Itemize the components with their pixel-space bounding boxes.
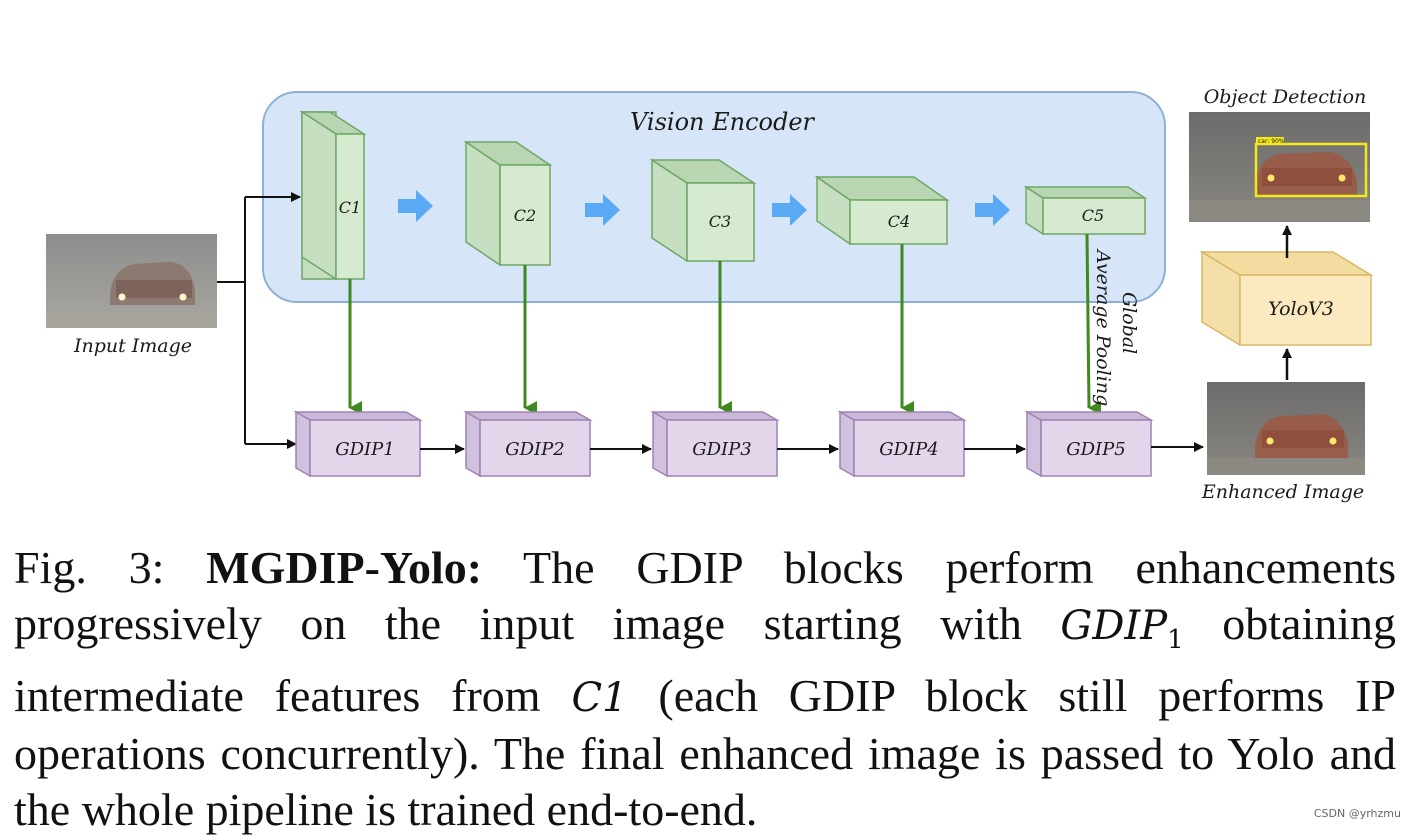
caption-math-sub: 1 [1167, 625, 1184, 655]
gdip-flow-arrows [420, 442, 1204, 454]
caption-title: MGDIP-Yolo: [206, 542, 483, 593]
caption-text-part3: (each GDIP block still performs IP opera… [14, 670, 1397, 835]
feature-arrows [348, 233, 1102, 415]
gdip-block-label: GDIP2 [505, 439, 564, 460]
vision-encoder-title: Vision Encoder [630, 108, 816, 136]
gdip-block-1: GDIP1 [293, 410, 423, 478]
encoder-block-c3: C3 [649, 158, 757, 263]
encoder-block-label: C1 [339, 198, 361, 217]
caption-text-part1: The GDIP blocks perform enhancements pro… [14, 542, 1396, 649]
gdip-block-label: GDIP3 [692, 439, 751, 460]
encoder-block-label: C3 [709, 212, 731, 231]
object-detection-label: Object Detection [1204, 86, 1367, 108]
flow-arrow-icon [772, 194, 807, 226]
gdip-block-label: GDIP1 [335, 439, 394, 460]
enhanced-image [1207, 382, 1365, 475]
figure-caption: Fig. 3: MGDIP-Yolo: The GDIP blocks perf… [14, 540, 1396, 838]
pooling-label-line2: Average Pooling [1092, 248, 1114, 406]
input-routing [217, 192, 301, 449]
flow-arrow-icon [398, 190, 433, 222]
gdip-block-label: GDIP4 [879, 439, 938, 460]
input-image [46, 234, 217, 328]
pooling-label-line1: Global [1118, 292, 1140, 354]
encoder-block-c5: C5 [1023, 185, 1148, 236]
caption-math-gdip-text: GDIP [1060, 603, 1168, 649]
encoder-block-c1: C1 [299, 110, 367, 281]
yolov3-block: YoloV3 [1199, 250, 1374, 347]
encoder-block-label: C5 [1082, 206, 1104, 225]
detection-bounding-box [1254, 142, 1368, 198]
gdip-block-5: GDIP5 [1024, 410, 1154, 478]
caption-math-gdip: GDIP1 [1060, 603, 1183, 655]
object-detection-image: car: 90% [1189, 112, 1370, 222]
gdip-block-4: GDIP4 [837, 410, 967, 478]
encoder-block-c2: C2 [463, 140, 553, 267]
gdip-block-2: GDIP2 [463, 410, 593, 478]
encoder-flow-arrows [398, 190, 1010, 226]
caption-math-c1: C1 [571, 675, 628, 721]
encoder-block-label: C2 [514, 206, 536, 225]
input-image-label: Input Image [73, 335, 192, 357]
gdip-block-label: GDIP5 [1066, 439, 1125, 460]
enhanced-image-label: Enhanced Image [1201, 481, 1364, 503]
watermark: CSDN @yrhzmu [1313, 807, 1401, 820]
gdip-block-3: GDIP3 [650, 410, 780, 478]
detection-box-label: car: 90% [1258, 138, 1285, 145]
caption-text-part2: obtaining intermediate features from [14, 598, 1397, 721]
flow-arrow-icon [585, 194, 620, 226]
pooling-label: Average Pooling Global [1092, 248, 1140, 406]
flow-arrow-icon [975, 194, 1010, 226]
encoder-block-c4: C4 [814, 175, 950, 246]
yolov3-label: YoloV3 [1268, 298, 1334, 320]
mgdip-yolo-diagram: Vision Encoder Input Image C1 C2 C3 [46, 86, 1374, 503]
caption-fig-number: Fig. 3: [14, 542, 165, 593]
encoder-block-label: C4 [888, 212, 910, 231]
